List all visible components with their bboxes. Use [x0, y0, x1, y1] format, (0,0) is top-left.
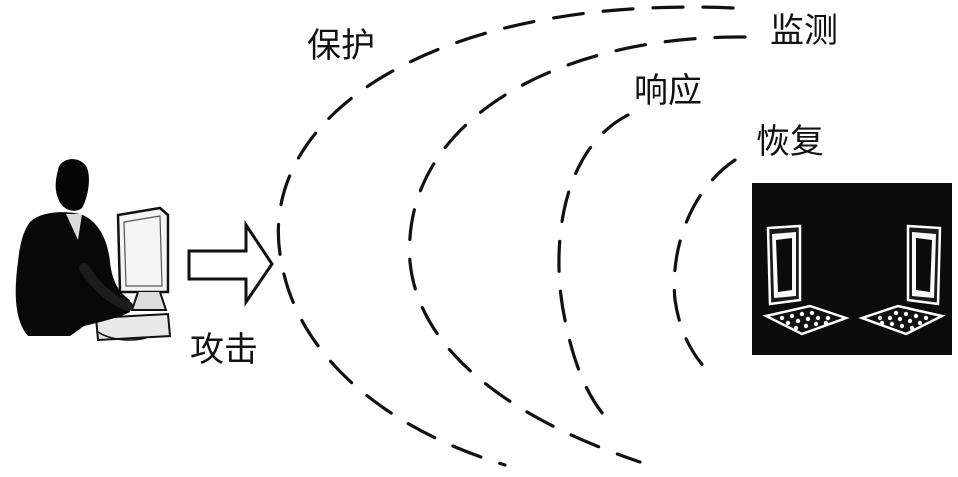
protect-label: 保护 — [307, 26, 375, 66]
recovery-layer-arc — [672, 158, 737, 380]
target-computers-icon — [752, 183, 952, 355]
monitor-layer-arc — [408, 35, 747, 464]
response-layer-arc — [557, 113, 630, 422]
recovery-label: 恢复 — [756, 122, 824, 162]
attacker-icon — [15, 159, 172, 342]
attack-label: 攻击 — [190, 330, 258, 370]
monitor-label: 监测 — [770, 11, 838, 51]
attack-arrow-icon — [187, 220, 274, 307]
response-label: 响应 — [634, 71, 702, 111]
protect-layer-arc — [276, 5, 735, 467]
